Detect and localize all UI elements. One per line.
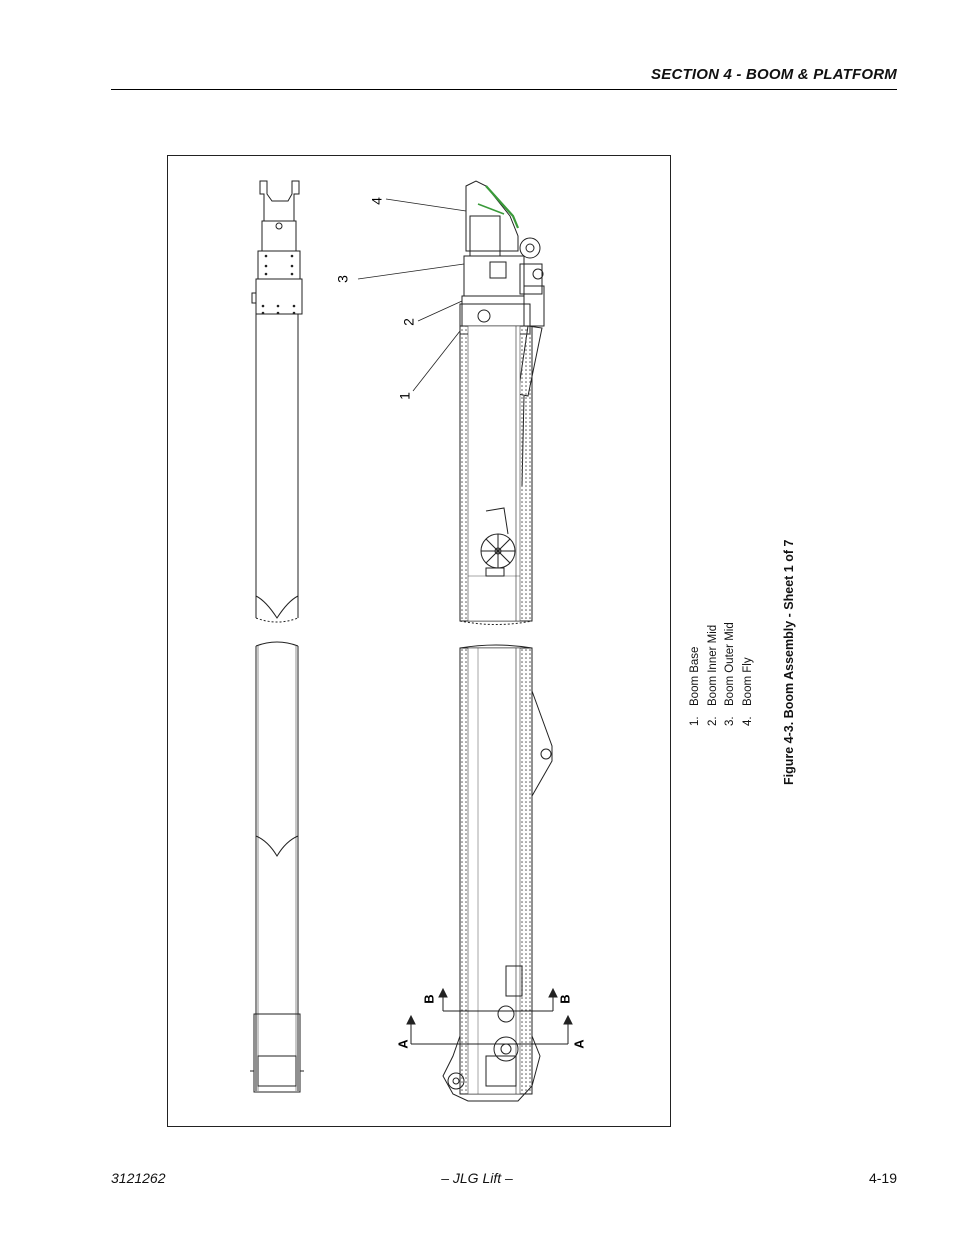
legend-item: 4. Boom Fly xyxy=(740,596,758,726)
section-marker-a-left: A xyxy=(395,1039,410,1049)
section-marker-b-left: B xyxy=(421,994,436,1003)
legend-item: 3. Boom Outer Mid xyxy=(722,596,740,726)
legend-item: 1. Boom Base xyxy=(687,596,705,726)
legend-number: 1. xyxy=(689,716,701,726)
page-number: 4-19 xyxy=(868,1170,897,1186)
callout-4: 4 xyxy=(369,197,385,205)
figure-caption: Figure 4-3. Boom Assembly - Sheet 1 of 7 xyxy=(782,539,796,785)
callout-1: 1 xyxy=(397,392,413,400)
header-rule xyxy=(111,89,897,90)
doc-number: 3121262 xyxy=(111,1170,166,1186)
publisher: – JLG Lift – xyxy=(441,1170,513,1186)
figure-legend: 1. Boom Base 2. Boom Inner Mid 3. Boom O… xyxy=(687,596,757,726)
figure-frame: 4 3 2 1 B B A A xyxy=(167,155,671,1127)
section-marker-a-right: A xyxy=(571,1039,586,1049)
boom-assembly-drawing: 4 3 2 1 B B A A xyxy=(250,180,586,1102)
callout-2: 2 xyxy=(401,318,417,326)
legend-label: Boom Base xyxy=(689,646,701,706)
legend-label: Boom Fly xyxy=(741,657,754,706)
callout-leaders xyxy=(357,198,467,392)
legend-number: 4. xyxy=(741,716,754,726)
boom-side-view xyxy=(442,180,553,1102)
callout-3: 3 xyxy=(335,275,351,283)
legend-label: Boom Outer Mid xyxy=(724,622,736,706)
boom-top-view xyxy=(250,180,304,1093)
section-title: SECTION 4 - BOOM & PLATFORM xyxy=(651,66,897,83)
legend-label: Boom Inner Mid xyxy=(706,624,719,706)
section-marker-b-right: B xyxy=(557,994,572,1003)
section-marker-lines xyxy=(406,987,573,1045)
legend-item: 2. Boom Inner Mid xyxy=(705,596,723,726)
legend-number: 3. xyxy=(724,716,736,726)
legend-number: 2. xyxy=(706,716,719,726)
